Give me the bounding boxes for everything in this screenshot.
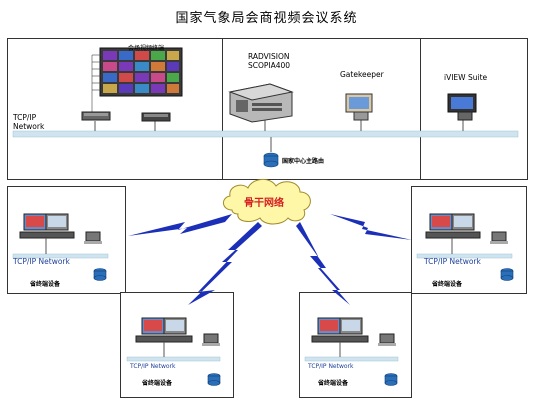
scopia-mcu <box>228 83 294 123</box>
site-1-bar <box>12 253 109 259</box>
video-wall-label: 会场视频终端 <box>128 45 165 52</box>
radvision-label-1: RADVISION <box>248 52 290 61</box>
site-3-label: 省终端设备 <box>142 380 173 387</box>
video-wall <box>91 47 183 112</box>
site-3-bar <box>126 356 221 362</box>
hq-terminal-boxes <box>81 111 171 122</box>
lightning-right <box>330 214 412 240</box>
backbone-label: 骨干网络 <box>244 198 284 209</box>
hq-network-bar <box>12 130 519 138</box>
lightning-group <box>128 214 412 305</box>
site-2-label: 省终端设备 <box>432 281 463 288</box>
router-icons <box>93 152 514 386</box>
hq-network-label-2: Network <box>13 122 45 131</box>
diagram-title: 国家气象局会商视频会议系统 <box>175 11 358 26</box>
hq-network-label-1: TCP/IP <box>13 113 37 122</box>
site-4-bar <box>304 356 399 362</box>
site-1-label: 省终端设备 <box>30 281 61 288</box>
site-1-network: TCP/IP Network <box>13 257 70 266</box>
site-devices <box>19 213 508 357</box>
site-4-label: 省终端设备 <box>318 380 349 387</box>
iview-label: iVIEW Suite <box>444 73 488 82</box>
iview-pc <box>447 93 477 121</box>
site-2-network: TCP/IP Network <box>424 257 481 266</box>
lightning-left <box>128 214 232 236</box>
site-frame-1 <box>7 186 126 294</box>
site-4-network: TCP/IP Network <box>308 363 354 370</box>
lightning-bottom-left <box>188 222 262 305</box>
radvision-label-2: SCOPIA400 <box>248 61 291 70</box>
gatekeeper-pc <box>345 93 373 121</box>
backbone-cloud <box>223 179 311 225</box>
core-router-label: 国家中心主路由 <box>282 158 325 165</box>
site-3-network: TCP/IP Network <box>130 363 176 370</box>
lightning-bottom-right <box>296 222 350 305</box>
gatekeeper-label: Gatekeeper <box>340 70 384 79</box>
site-2-bar <box>416 253 513 259</box>
